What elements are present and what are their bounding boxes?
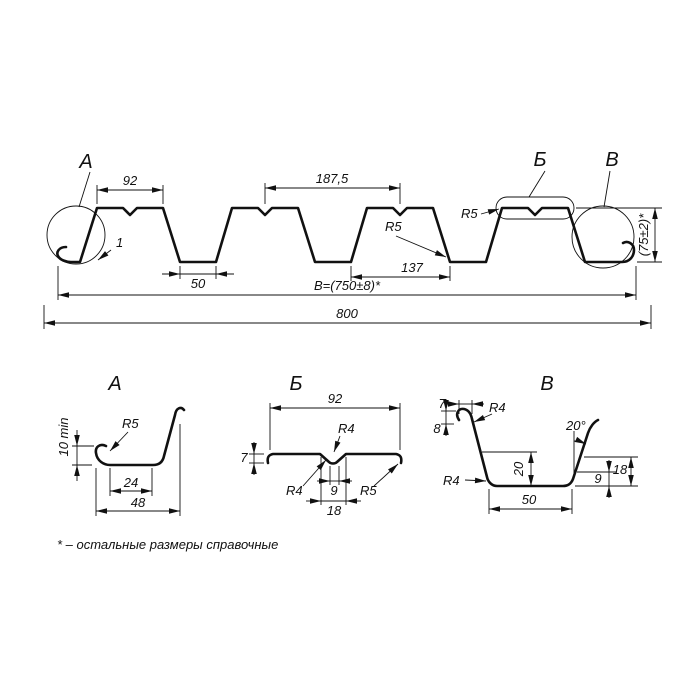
dim-v-18-label: 18 xyxy=(613,462,628,477)
detail-b-title: Б xyxy=(289,373,302,395)
dim-a-48: 48 xyxy=(95,424,181,516)
dim-b-r5-label: R5 xyxy=(360,483,377,498)
main-profile-path xyxy=(56,206,636,264)
dim-height-75: (75±2)* xyxy=(576,207,662,263)
dim-b-r4-top: R4 xyxy=(333,421,355,453)
main-label-b: Б xyxy=(533,149,546,171)
detail-a-leader xyxy=(78,171,91,208)
dim-48-label: 48 xyxy=(131,495,146,510)
dim-b-92: 92 xyxy=(269,391,401,450)
dim-v-50-label: 50 xyxy=(522,492,537,507)
dim-rib-base-137: 137 xyxy=(350,260,451,281)
dim-v-r4-top: R4 xyxy=(473,400,506,423)
dim-thickness-label: 1 xyxy=(116,235,123,250)
dim-top-flange-92: 92 xyxy=(96,173,164,204)
detail-a-circle xyxy=(46,205,106,265)
dim-b-18: 18 xyxy=(306,457,361,518)
dim-height-label: (75±2)* xyxy=(636,213,651,256)
dim-v-r4-bottom: R4 xyxy=(443,473,487,488)
dim-v-20: 20 xyxy=(482,451,537,486)
dim-v-20-label: 20 xyxy=(511,461,526,477)
dim-v-50: 50 xyxy=(488,489,573,514)
detail-v-view: В 7 R4 8 20° xyxy=(433,373,638,514)
main-label-a: A xyxy=(78,151,92,173)
detail-v-title: В xyxy=(540,373,553,395)
dim-a-24: 24 xyxy=(109,468,153,496)
detail-b-leader xyxy=(528,170,546,198)
dim-b-7: 7 xyxy=(240,442,264,475)
dim-v-9: 9 xyxy=(575,460,638,498)
dim-b-r4-left-label: R4 xyxy=(286,483,303,498)
dim-r5-corner: R5 xyxy=(461,206,500,221)
dim-b-18-label: 18 xyxy=(327,503,342,518)
dim-v-18: 18 xyxy=(584,456,638,486)
detail-a-r5-label: R5 xyxy=(122,416,139,431)
dim-137-label: 137 xyxy=(401,260,423,275)
dim-50-label: 50 xyxy=(191,276,206,291)
detail-b-oval xyxy=(495,196,575,220)
dim-cover-width-label: B=(750±8)* xyxy=(314,278,381,293)
dim-800-label: 800 xyxy=(336,306,358,321)
dim-b-r4-left: R4 xyxy=(286,459,327,498)
dim-v-angle-label: 20° xyxy=(565,418,586,433)
dim-b-r5: R5 xyxy=(360,463,399,498)
main-label-v: В xyxy=(605,149,618,171)
dim-v-7-label: 7 xyxy=(438,396,446,411)
dim-v-7: 7 xyxy=(438,396,484,414)
dim-lip-height: 10 min xyxy=(56,417,94,481)
detail-a-title: A xyxy=(107,373,121,395)
dim-bottom-flange-50: 50 xyxy=(162,266,234,291)
dim-b-9: 9 xyxy=(317,466,352,498)
dim-overall-width: 800 xyxy=(43,305,652,329)
detail-b-profile xyxy=(266,452,403,465)
detail-v-profile xyxy=(455,407,600,488)
r5-corner-label: R5 xyxy=(461,206,478,221)
dim-v-angle: 20° xyxy=(565,418,587,473)
dim-thickness-1: 1 xyxy=(97,235,123,261)
dim-r5-web: R5 xyxy=(385,219,447,258)
main-view: A Б В 92 187,5 R5 R5 xyxy=(43,149,662,329)
dim-10min-label: 10 min xyxy=(56,417,71,456)
dim-a-r5: R5 xyxy=(109,416,139,452)
dim-v-r4-top-label: R4 xyxy=(489,400,506,415)
dim-v-9-label: 9 xyxy=(594,471,601,486)
dim-v-8-label: 8 xyxy=(433,421,441,436)
dim-pitch-1875: 187,5 xyxy=(264,171,401,204)
dim-b-9-label: 9 xyxy=(330,483,337,498)
dim-24-label: 24 xyxy=(123,475,138,490)
dim-pitch-label: 187,5 xyxy=(316,171,349,186)
detail-b-view: Б 92 7 R4 R4 xyxy=(240,373,403,518)
detail-a-profile xyxy=(94,406,186,467)
dim-v-8: 8 xyxy=(433,399,456,436)
r5-web-label: R5 xyxy=(385,219,402,234)
detail-a-view: A 10 min R5 24 48 xyxy=(56,373,186,516)
detail-v-circle xyxy=(571,205,635,269)
dim-b-r4-top-label: R4 xyxy=(338,421,355,436)
dim-cover-width: B=(750±8)* xyxy=(57,266,637,300)
dim-b-92-label: 92 xyxy=(328,391,343,406)
detail-v-leader xyxy=(603,170,611,208)
dim-92-label: 92 xyxy=(123,173,138,188)
dim-v-r4-bottom-label: R4 xyxy=(443,473,460,488)
footnote: * – остальные размеры справочные xyxy=(57,537,278,552)
dim-b-7-label: 7 xyxy=(240,450,248,465)
